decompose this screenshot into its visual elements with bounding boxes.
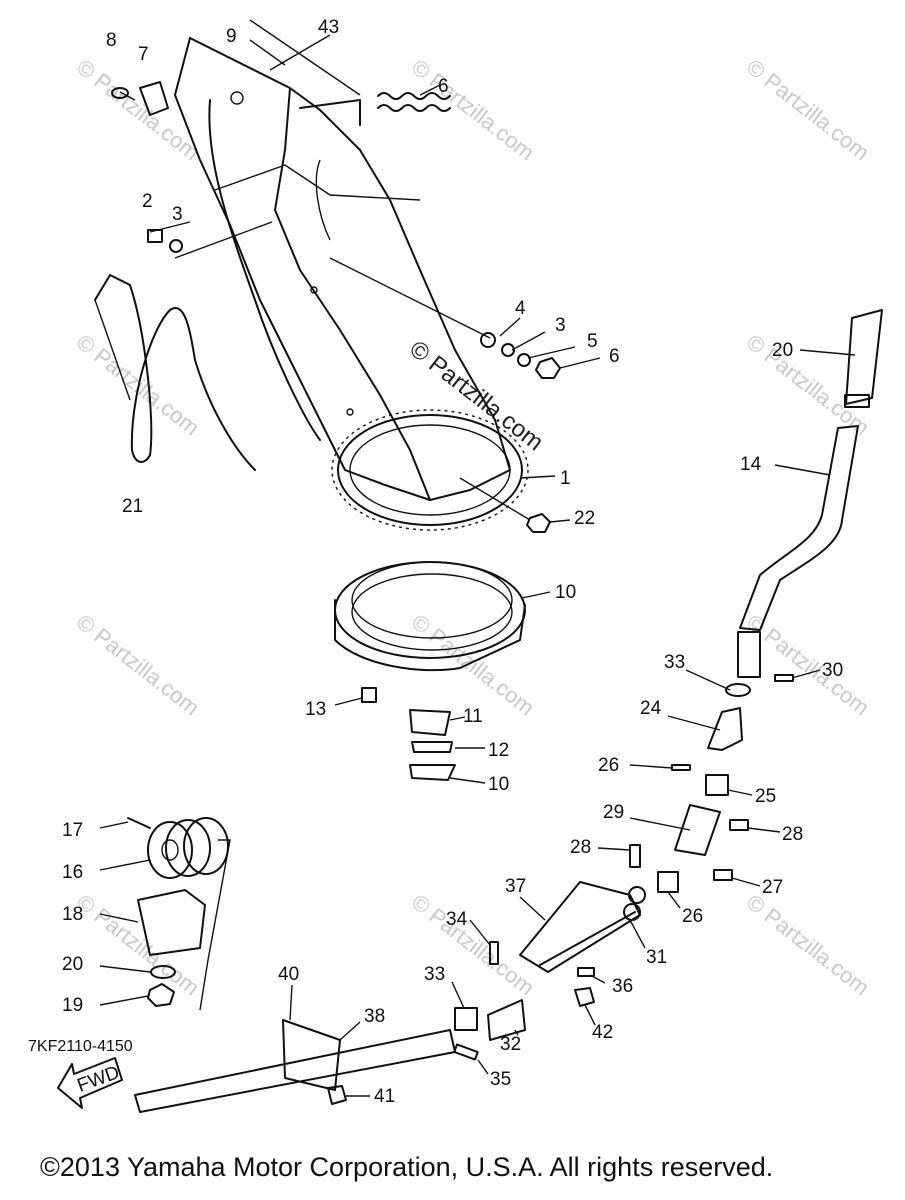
callout-label: 6 — [438, 76, 449, 97]
watermark-tile: © Partzilla.com — [742, 54, 874, 165]
callout-label: 26 — [598, 755, 619, 776]
watermark-tile: © Partzilla.com — [742, 889, 874, 1000]
callout-label: 24 — [640, 698, 662, 719]
callout-label: 21 — [122, 496, 143, 517]
callout-label: 29 — [603, 802, 624, 823]
callout-label: 5 — [587, 331, 598, 352]
watermark-tile: © Partzilla.com — [407, 54, 539, 165]
small-fasteners — [111, 81, 561, 533]
callout-label: 36 — [612, 976, 633, 997]
clamp-parts-12-15 — [361, 687, 456, 781]
callout-label: 38 — [364, 1006, 385, 1027]
handle-part-22 — [844, 309, 883, 408]
watermark-tile: © Partzilla.com — [72, 54, 204, 165]
callout-label: 41 — [374, 1086, 395, 1107]
callout-labels: 8 7 9 43 6 2 3 4 3 5 6 1 22 21 20 14 10 … — [62, 17, 843, 1107]
callout-label: 30 — [822, 660, 843, 681]
callout-label: 13 — [305, 699, 326, 720]
callout-label: 1 — [560, 468, 571, 489]
callout-label: 18 — [62, 904, 83, 925]
pulley-parts — [127, 817, 231, 1011]
callout-label: 28 — [782, 824, 803, 845]
callout-label: 2 — [142, 191, 153, 212]
callout-label: 33 — [424, 964, 445, 985]
drawing-code: 7KF2110-4150 — [28, 1038, 133, 1055]
callout-label: 9 — [226, 26, 237, 47]
callout-label: 20 — [62, 954, 83, 975]
watermark-tile: © Partzilla.com — [72, 889, 204, 1000]
callout-label: 3 — [555, 315, 566, 336]
watermark-tiles: © Partzilla.com © Partzilla.com © Partzi… — [72, 54, 874, 1000]
callout-label: 3 — [172, 204, 183, 225]
callout-label: 7 — [138, 44, 149, 65]
callout-label: 12 — [488, 740, 509, 761]
spring-part-7 — [377, 92, 451, 112]
callout-label: 25 — [755, 786, 776, 807]
callout-label: 31 — [646, 947, 667, 968]
callout-label: 42 — [592, 1022, 613, 1043]
callout-label: 16 — [62, 862, 83, 883]
arm-part-39 — [519, 881, 641, 1007]
callout-label: 28 — [570, 837, 591, 858]
callout-label: 19 — [62, 995, 83, 1016]
fwd-label: FWD — [75, 1062, 123, 1097]
gear-ring-part-1 — [331, 409, 529, 531]
callout-label: 34 — [446, 909, 468, 930]
callout-label: 6 — [609, 346, 620, 367]
callout-label: 10 — [555, 582, 576, 603]
rod-part-16 — [737, 425, 859, 678]
callout-label: 11 — [463, 706, 483, 727]
callout-label: 40 — [278, 964, 299, 985]
copyright-notice: ©2013 Yamaha Motor Corporation, U.S.A. A… — [40, 1152, 774, 1182]
callout-label: 32 — [500, 1034, 521, 1055]
callout-label: 10 — [488, 774, 509, 795]
callout-label: 14 — [740, 454, 762, 475]
forward-arrow: FWD — [57, 1057, 123, 1109]
leader-lines — [99, 19, 856, 1097]
bearing-ring-part-11 — [334, 561, 526, 672]
callout-label: 22 — [574, 508, 595, 529]
guide-wire-part-23 — [94, 274, 256, 471]
callout-label: 17 — [62, 820, 83, 841]
callout-label: 4 — [515, 298, 526, 319]
callout-label: 43 — [318, 17, 339, 38]
watermark-tile: © Partzilla.com — [72, 609, 204, 720]
callout-label: 37 — [505, 876, 526, 897]
callout-label: 33 — [664, 652, 685, 673]
watermark-tile: © Partzilla.com — [742, 329, 874, 440]
callout-label: 27 — [762, 877, 783, 898]
callout-label: 20 — [772, 340, 793, 361]
callout-label: 8 — [106, 30, 117, 51]
callout-label: 35 — [490, 1069, 511, 1090]
callout-label: 26 — [682, 906, 703, 927]
shaft-part-38 — [134, 941, 526, 1113]
chute-part-43 — [174, 37, 511, 501]
